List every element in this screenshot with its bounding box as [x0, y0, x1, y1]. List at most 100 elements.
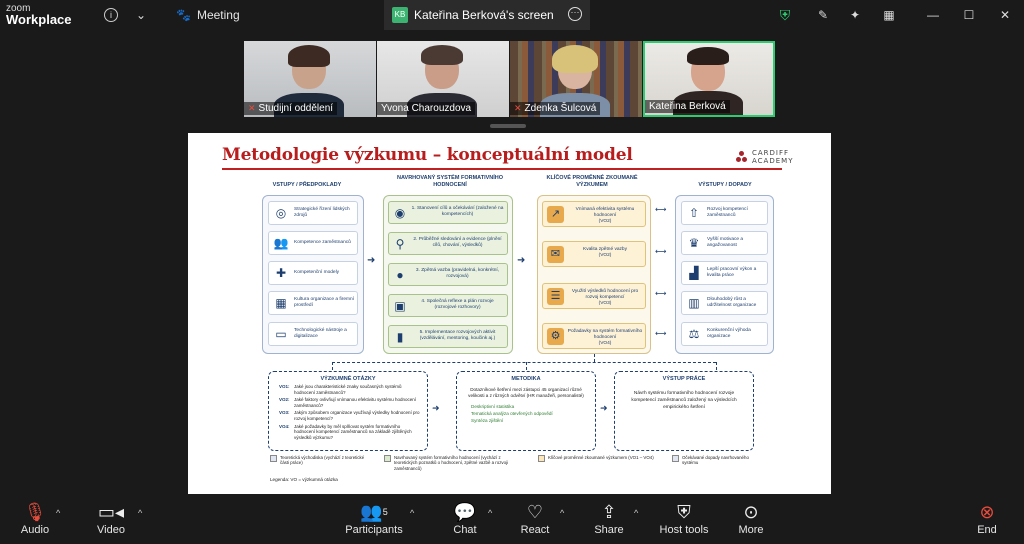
- clipboard-icon: ☰: [547, 288, 564, 305]
- list-item: ▦Kultura organizace a firemní prostředí: [268, 291, 358, 315]
- camera-icon: ▭◂: [97, 502, 125, 522]
- monitor-icon: ▭: [275, 327, 287, 341]
- more-icon: ⊙: [743, 502, 759, 522]
- arrow-right-icon: ➜: [367, 255, 376, 266]
- share-screen-icon: ⇪: [601, 502, 617, 522]
- list-item: ☰Využití výsledků hodnocení pro rozvoj k…: [542, 283, 646, 309]
- mic-muted-icon: 🎙: [23, 502, 47, 522]
- research-questions-box: VÝZKUMNÉ OTÁZKY VO1:Jaké jsou charakteri…: [268, 371, 428, 451]
- trophy-icon: ♛: [688, 236, 700, 250]
- arrow-right-icon: ➜: [600, 403, 608, 413]
- header-system: NAVRHOVANÝ SYSTÉM FORMATIVNÍHO HODNOCENÍ: [396, 175, 504, 188]
- layout-grid-icon[interactable]: ▦: [883, 8, 895, 22]
- speech-icon: ✉: [547, 246, 564, 263]
- arrow-right-icon: ➜: [517, 255, 526, 266]
- avatar: KB: [392, 7, 408, 23]
- more-button[interactable]: ⊙ More: [734, 500, 768, 536]
- person-up-icon: ⇧: [688, 206, 700, 220]
- header-outputs: VÝSTUPY / DOPADY: [698, 182, 752, 188]
- video-tile-active-speaker[interactable]: Kateřina Berková: [643, 41, 775, 117]
- list-item: ▣4. Společná reflexe a plán rozvoje (roz…: [388, 294, 508, 317]
- work-output-box: VÝSTUP PRÁCE Návrh systému formativního …: [614, 371, 754, 451]
- end-button[interactable]: ⊗ End: [970, 500, 1004, 536]
- connector-line: [594, 354, 595, 362]
- info-icon[interactable]: i: [104, 8, 118, 22]
- video-tile[interactable]: ✕Studijní oddělení: [244, 41, 376, 117]
- legend-item: Očekávané dopady navrhovaného systému: [672, 455, 752, 466]
- system-panel: ◉1. Stanovení cílů a očekávání (založené…: [383, 195, 513, 354]
- maximize-icon[interactable]: ☐: [963, 8, 975, 22]
- participants-options-caret[interactable]: ^: [410, 508, 415, 518]
- participants-icon: 👥: [360, 502, 383, 522]
- shared-screen-label: Kateřina Berková's screen: [414, 8, 554, 22]
- meeting-label[interactable]: 🐾 Meeting: [176, 8, 240, 22]
- connector-line: [332, 362, 716, 363]
- bars-icon: ▟: [689, 266, 699, 280]
- chat-button[interactable]: 💬 Chat: [448, 500, 482, 536]
- list-item: ✚Kompetenční modely: [268, 261, 358, 285]
- react-options-caret[interactable]: ^: [560, 508, 565, 518]
- list-item: ⇧Rozvoj kompetencí zaměstnanců: [681, 201, 768, 225]
- list-item: ⚖Konkurenční výhoda organizace: [681, 322, 768, 346]
- connector-line: [716, 362, 717, 370]
- paw-icon: 🐾: [176, 8, 191, 22]
- meeting-toolbar: [0, 494, 1024, 544]
- video-tile[interactable]: Yvona Charouzdova: [377, 41, 509, 117]
- chevron-down-icon[interactable]: ⌄: [135, 8, 147, 22]
- legend-note: Legenda: VO = výzkumná otázka: [270, 477, 338, 482]
- chat-icon: ●: [396, 268, 404, 282]
- participants-button[interactable]: 👥5 Participants: [345, 502, 403, 536]
- list-item: ▟Lepší pracovní výkon a kvalita práce: [681, 261, 768, 285]
- inputs-panel: ◎Strategické řízení lidských zdrojů 👥Kom…: [262, 195, 364, 354]
- host-tools-button[interactable]: ⛨ Host tools: [656, 500, 712, 536]
- video-button[interactable]: ▭◂ Video: [94, 500, 128, 536]
- shield-check-icon[interactable]: ⛨: [779, 7, 791, 23]
- magnifier-icon: ⚲: [395, 237, 405, 251]
- list-item: ▮5. Implementace rozvojových aktivit (vz…: [388, 325, 508, 348]
- scales-icon: ⚖: [688, 327, 700, 341]
- list-item: ♛Vyšší motivace a angažovanost: [681, 231, 768, 255]
- shared-screen-tab[interactable]: KB Kateřina Berková's screen ···: [384, 0, 590, 30]
- ai-sparkle-icon[interactable]: ✦: [849, 8, 861, 22]
- zoom-logo: zoom Workplace: [6, 3, 72, 27]
- legend-item: Navrhovaný systém formativního hodnocení…: [384, 455, 514, 471]
- people-icon: 👥: [273, 236, 289, 250]
- list-item: ▥Dlouhodobý růst a udržitelnost organiza…: [681, 291, 768, 315]
- react-button[interactable]: ♡ React: [518, 500, 552, 536]
- strip-handle[interactable]: [490, 124, 526, 128]
- video-tile[interactable]: ✕Zdenka Šulcová: [510, 41, 642, 117]
- end-call-icon: ⊗: [979, 502, 995, 522]
- mic-muted-icon: ✕: [514, 103, 522, 113]
- office-icon: ▥: [688, 296, 700, 310]
- chat-icon: 💬: [453, 502, 477, 522]
- double-arrow-icon: ⟷: [655, 247, 667, 256]
- magic-wand-icon[interactable]: ✎: [817, 8, 829, 22]
- chart-icon: ↗: [547, 206, 564, 223]
- mic-muted-icon: ✕: [248, 103, 256, 113]
- audio-options-caret[interactable]: ^: [56, 508, 61, 518]
- list-item: ⚲2. Průběžné sledování a evidence (plněn…: [388, 232, 508, 255]
- more-options-icon[interactable]: ···: [568, 7, 582, 21]
- share-options-caret[interactable]: ^: [634, 508, 639, 518]
- list-item: ↗Vnímaná efektivita systému hodnocení(VO…: [542, 201, 646, 227]
- double-arrow-icon: ⟷: [655, 329, 667, 338]
- close-icon[interactable]: ✕: [999, 8, 1011, 22]
- target-icon: ◉: [394, 206, 406, 220]
- header-inputs: VSTUPY / PŘEDPOKLADY: [272, 182, 342, 188]
- share-button[interactable]: ⇪ Share: [592, 500, 626, 536]
- list-item: ✉Kvalita zpětné vazby(VO2): [542, 241, 646, 267]
- variables-panel: ↗Vnímaná efektivita systému hodnocení(VO…: [537, 195, 651, 354]
- growth-icon: ▮: [396, 330, 404, 344]
- target-icon: ◎: [275, 206, 287, 220]
- logo-dots-icon: [736, 151, 748, 163]
- shield-icon: ⛨: [677, 502, 691, 522]
- minimize-icon[interactable]: —: [927, 8, 939, 22]
- audio-button[interactable]: 🎙 Audio: [18, 500, 52, 536]
- arrow-right-icon: ➜: [432, 403, 440, 413]
- puzzle-icon: ✚: [275, 266, 287, 280]
- slide-title: Metodologie výzkumu – konceptuální model: [222, 145, 633, 165]
- list-item: ◉1. Stanovení cílů a očekávání (založené…: [388, 201, 508, 224]
- video-options-caret[interactable]: ^: [138, 508, 143, 518]
- team-icon: ▣: [394, 299, 406, 313]
- chat-options-caret[interactable]: ^: [488, 508, 493, 518]
